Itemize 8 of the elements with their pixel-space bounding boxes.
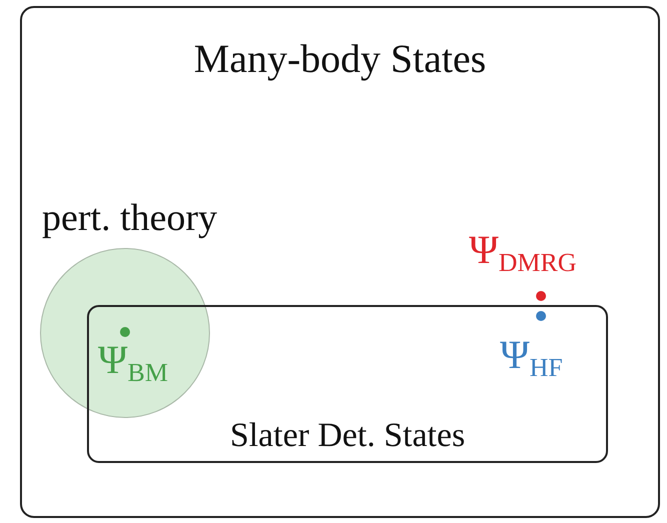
inner-region [87,305,608,463]
state-symbol: Ψ$_{HF}$ [500,335,563,381]
region-title: pert. theory [42,196,218,240]
outer-region [20,6,660,518]
region-title: Many-body States [192,35,488,82]
state-symbol: Ψ$_{DMRG}$ [469,230,577,276]
state-symbol: Ψ$_{BM}$ [98,340,168,386]
region-title: Slater Det. States [228,417,466,455]
